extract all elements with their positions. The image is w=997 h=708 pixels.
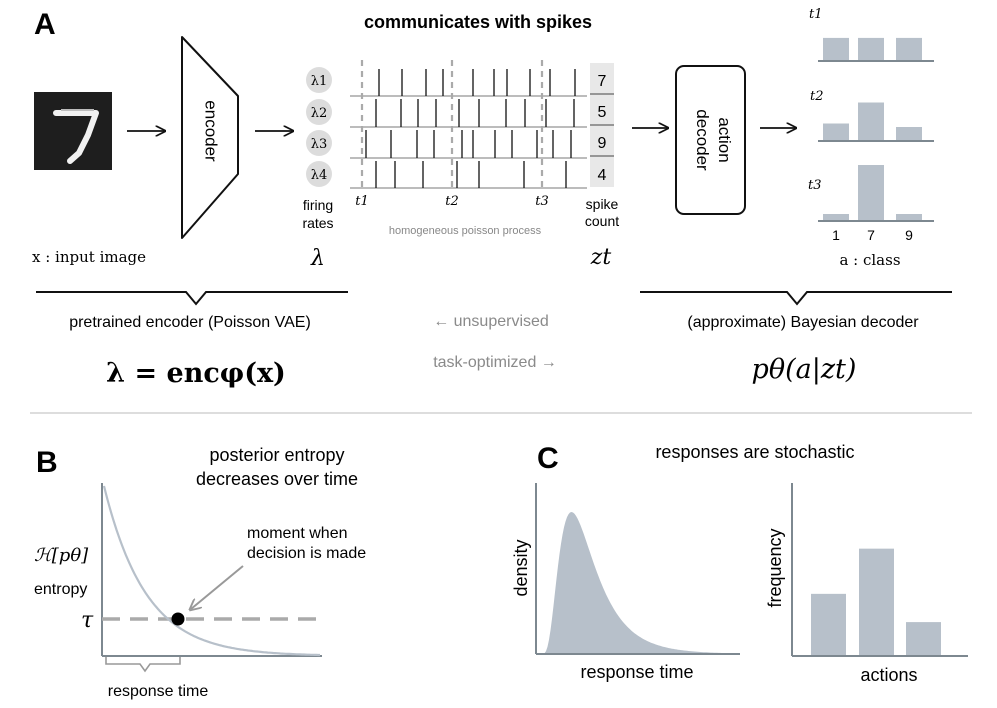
lambda-symbol: λ [310,246,325,271]
input-image-label: x : input image [32,248,146,266]
firing-rates-label-2: rates [302,215,333,231]
spike-count-label-1: spike [586,196,619,212]
class-tick-7: 7 [867,227,875,243]
spike-count-3: 9 [598,135,607,152]
lambda-3: λ3 [311,137,328,152]
time-tick-t1: t1 [355,194,369,209]
lambda-circles [306,67,332,187]
action-bar [859,548,894,656]
action-bar [811,593,846,656]
unsupervised-label: ← unsupervised [433,313,549,330]
posterior-bar [823,214,849,221]
decoder-caption: (approximate) Bayesian decoder [687,314,919,331]
decision-pointer-arrow [191,565,244,609]
posterior-bar [858,37,884,61]
entropy-curve [102,485,320,657]
posterior-bar [896,127,922,141]
panel-b-title-1: posterior entropy [209,445,344,465]
posterior-bar [896,37,922,61]
panel-c-title: responses are stochastic [655,442,854,462]
panel-a-title: communicates with spikes [364,12,592,32]
posterior-bar [823,123,849,141]
hist-time-t2: t2 [810,89,824,104]
class-tick-1: 1 [832,227,840,243]
action-frequency-bars [811,548,941,656]
decision-point [171,612,185,626]
response-time-label: response time [108,683,209,700]
encoder-caption: pretrained encoder (Poisson VAE) [69,314,311,331]
posterior-bar [823,37,849,61]
frequency-label: frequency [765,528,785,607]
posterior-bar [896,214,922,221]
response-time-brace [105,657,181,673]
spike-count-4: 4 [598,167,607,184]
annotation-line-2: decision is made [247,545,366,562]
entropy-symbol: ℋ[pθ] [34,545,89,566]
panel-b-letter: B [36,446,58,479]
class-tick-9: 9 [905,227,913,243]
z-symbol: zt [590,245,612,270]
encoder-label: encoder [202,100,221,162]
lambda-4: λ4 [311,168,328,183]
time-tick-t3: t3 [535,194,549,209]
encoder-equation: λ = encφ(x) [106,358,286,389]
posterior-bar [858,165,884,221]
decoder-label-2: decoder [693,109,712,171]
annotation-line-1: moment when [247,525,348,542]
encoder-brace [36,291,348,306]
firing-rates-label-1: firing [303,197,333,213]
action-bar [906,622,941,656]
spike-count-2: 5 [598,104,607,121]
tau-symbol: τ [81,608,94,633]
spike-count-label-2: count [585,213,619,229]
actions-label: actions [860,665,917,685]
class-label: a : class [839,251,900,269]
decoder-label-1: action [715,117,734,162]
decoder-brace [640,291,952,306]
input-digit-image [34,92,112,170]
spike-count-column [590,63,614,187]
density-label: density [511,539,531,596]
entropy-label: entropy [34,581,87,598]
task-optimized-label: task-optimized → [433,354,557,371]
response-time-density [540,512,735,654]
spike-count-1: 7 [598,73,607,90]
panel-b-title-2: decreases over time [196,469,358,489]
hist-time-t3: t3 [808,178,822,193]
hist-time-t1: t1 [809,7,823,22]
time-tick-t2: t2 [445,194,459,209]
panel-a-letter: A [34,8,56,41]
posterior-bar [858,102,884,141]
encoder-block [181,36,239,239]
lambda-1: λ1 [311,74,328,89]
decoder-equation: pθ(a|zt) [752,354,857,385]
panel-c-letter: C [537,442,559,475]
spike-raster [350,60,587,192]
posterior-histograms [818,37,934,222]
action-decoder-block [675,65,746,215]
lambda-2: λ2 [311,106,328,121]
density-x-label: response time [580,662,693,682]
poisson-process-label: homogeneous poisson process [389,225,542,237]
